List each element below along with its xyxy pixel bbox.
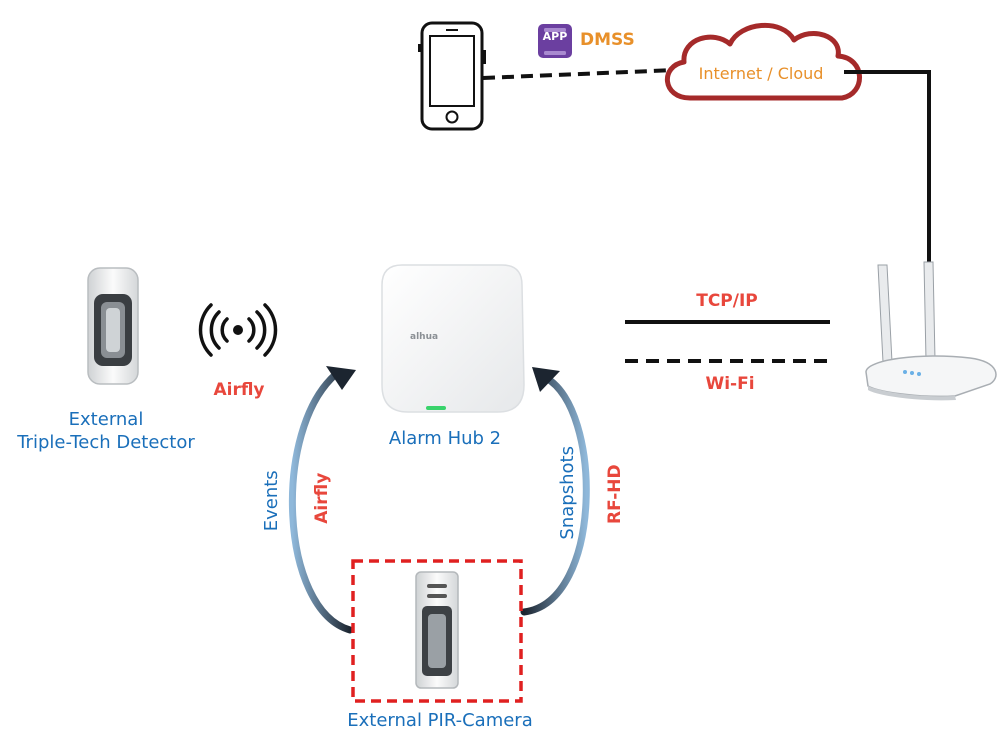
snapshots-arrow — [520, 367, 590, 616]
cloud-label: Internet / Cloud — [698, 64, 824, 83]
app-badge-label: APP — [542, 30, 568, 43]
cloud-icon — [665, 23, 862, 101]
hub-brand-label: alhua — [410, 332, 439, 342]
tcpip-label: TCP/IP — [696, 291, 758, 311]
triple-tech-detector-device — [87, 267, 139, 385]
events-arrow — [288, 366, 356, 634]
detector-label-line1: External — [68, 409, 144, 430]
app-icon — [538, 24, 572, 58]
snapshots-label: Snapshots — [557, 446, 579, 540]
events-protocol-label: Airfly — [311, 472, 332, 524]
router-icon — [865, 261, 997, 401]
alarm-hub-device — [381, 264, 525, 413]
detector-link-label: Airfly — [213, 380, 265, 400]
camera-highlight-box — [351, 559, 523, 703]
phone-cloud-link — [482, 68, 677, 80]
smartphone-icon — [418, 21, 486, 131]
events-label: Events — [261, 470, 283, 532]
app-name-label: DMSS — [580, 30, 635, 50]
pir-camera-device — [415, 571, 459, 689]
detector-label-line2: Triple-Tech Detector — [17, 432, 195, 453]
camera-label: External PIR-Camera — [347, 710, 533, 731]
wifi-label: Wi-Fi — [705, 374, 755, 394]
wireless-signal-icon — [198, 303, 278, 357]
hub-label: Alarm Hub 2 — [388, 428, 502, 449]
cloud-router-link — [844, 70, 931, 262]
snapshots-protocol-label: RF-HD — [604, 464, 625, 524]
